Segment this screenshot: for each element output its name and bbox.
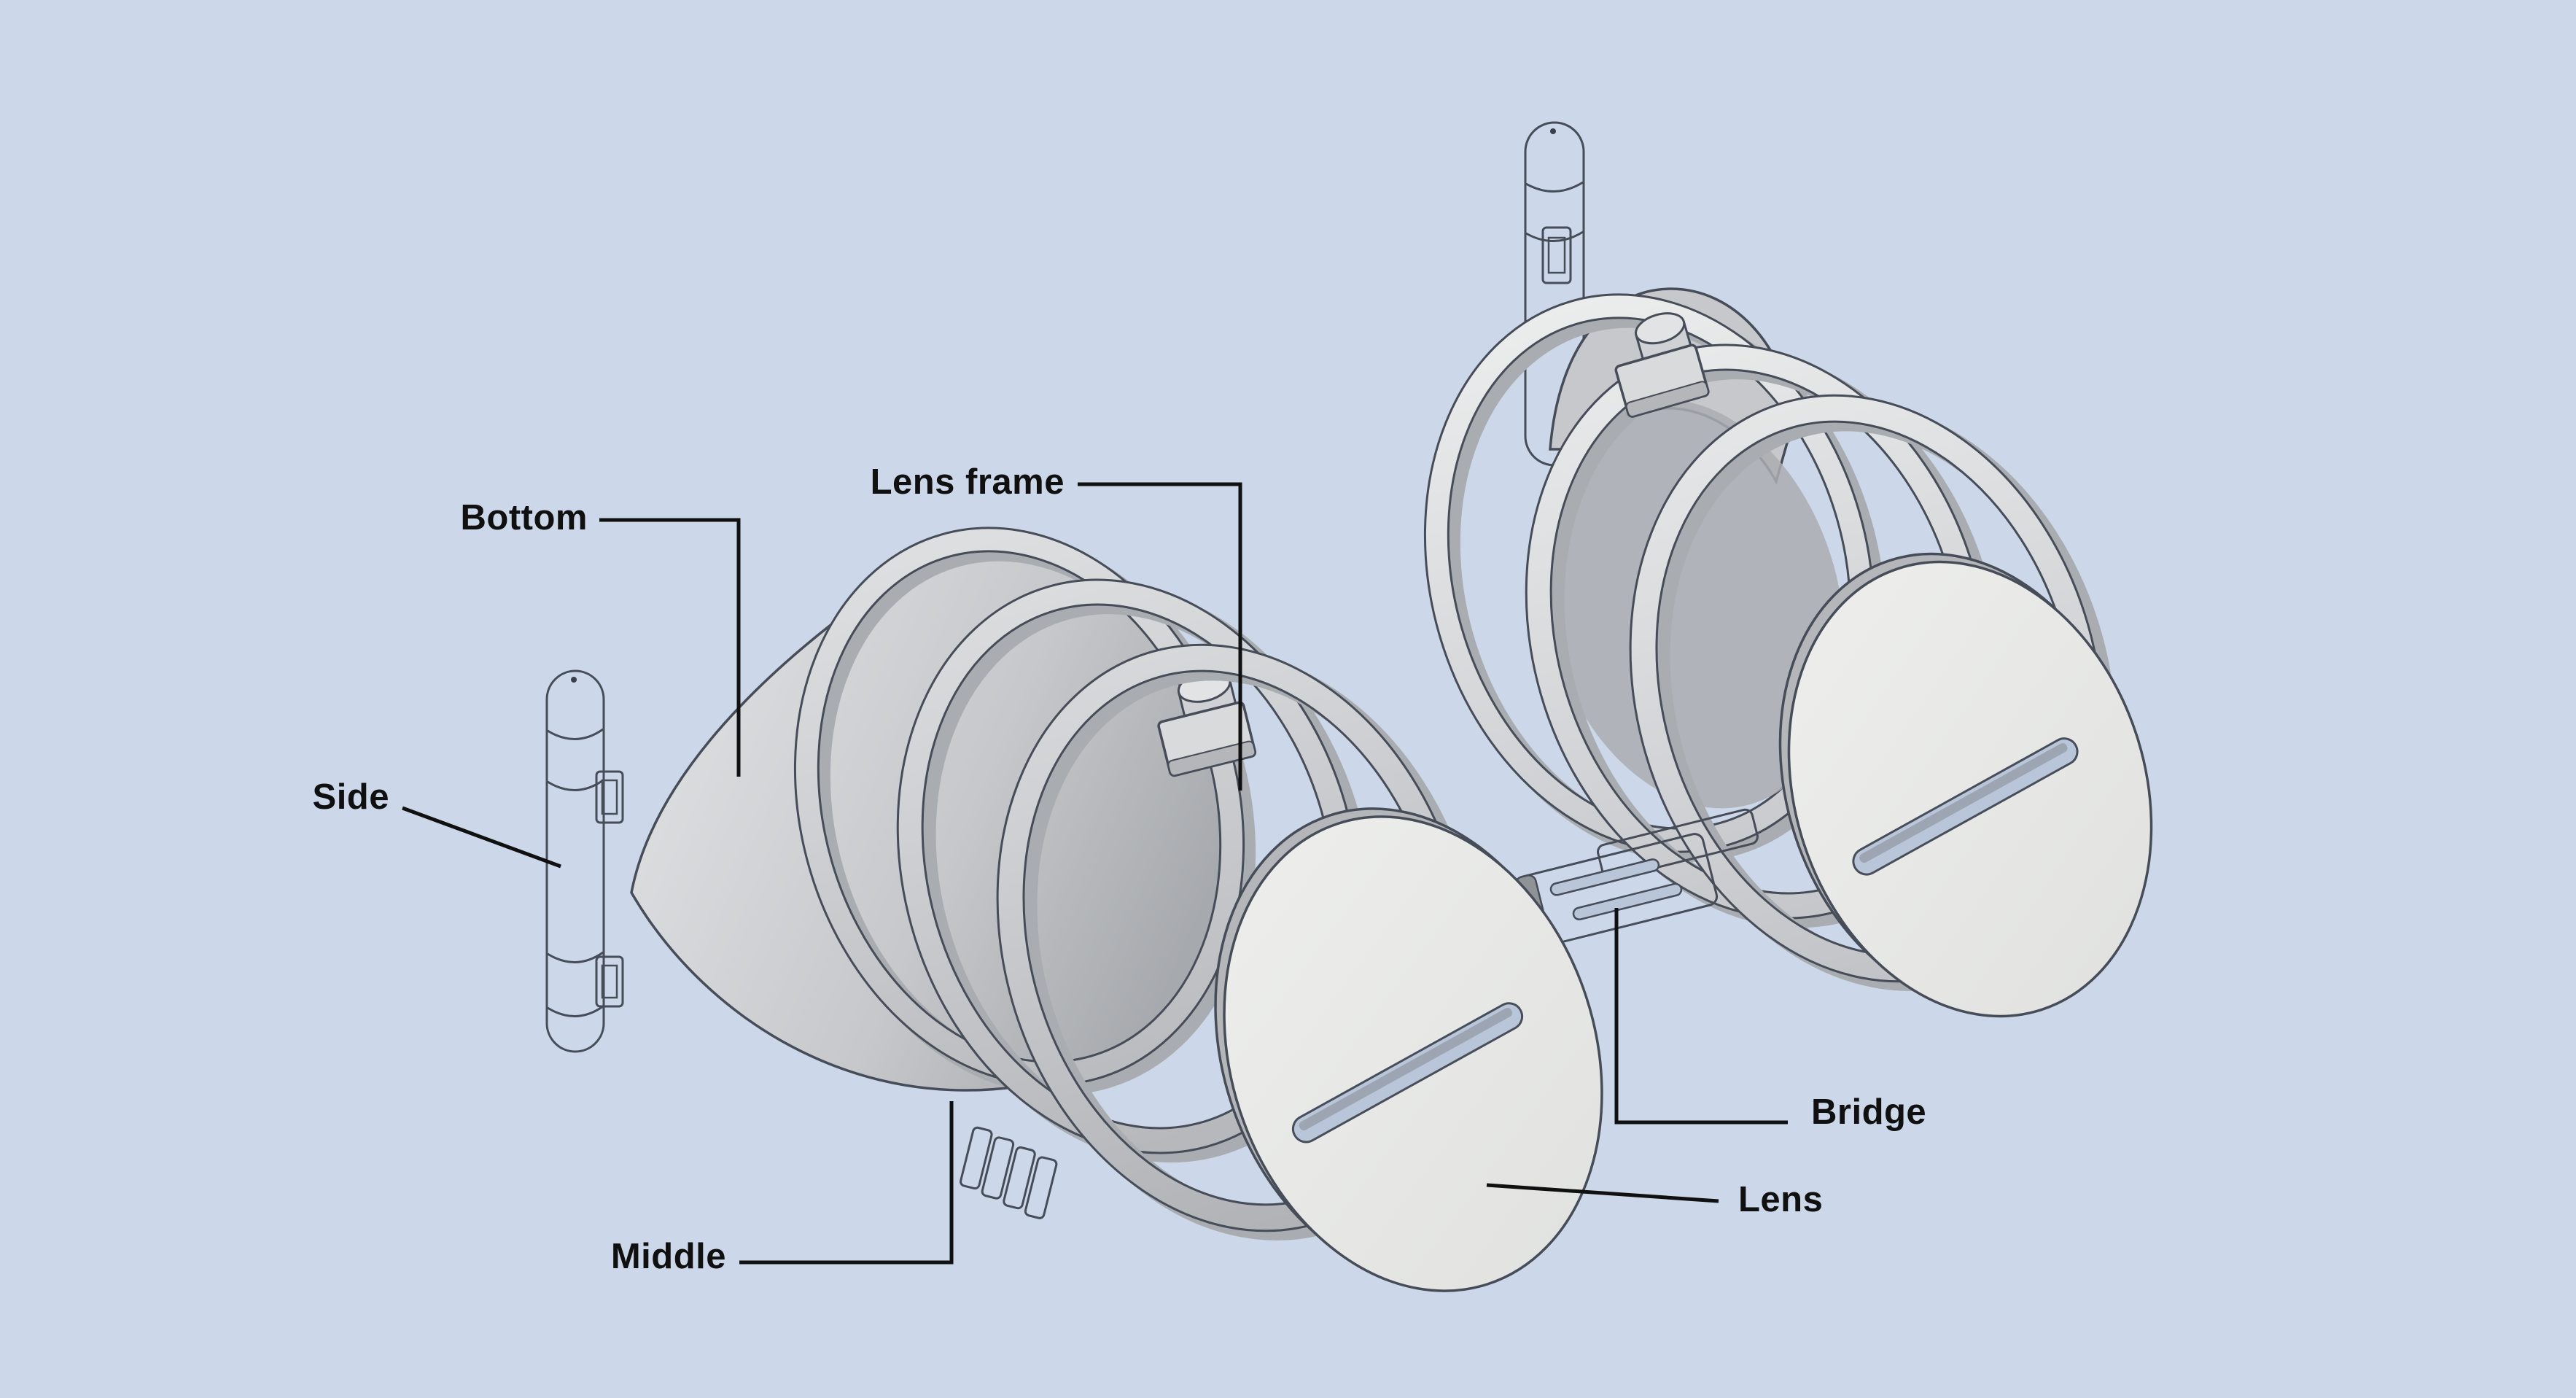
left-frame-clip: [1157, 669, 1257, 777]
post-pin-dot: [1550, 128, 1556, 134]
label-lens-frame: Lens frame: [871, 462, 1065, 502]
label-middle: Middle: [611, 1237, 726, 1276]
label-bottom: Bottom: [461, 498, 588, 537]
right-frame-clip: [1614, 312, 1710, 418]
top-post-clip: [1541, 226, 1572, 284]
right-lens-slit: [1852, 737, 2079, 876]
side-post-clip-bottom: [595, 955, 624, 1008]
leader-middle: [739, 1101, 954, 1265]
right-cone-interior-shadow: [1541, 399, 1845, 809]
leader-bottom: [599, 518, 741, 777]
side-post-clip-top: [595, 770, 624, 824]
leader-lens: [1486, 1183, 1719, 1203]
label-lens: Lens: [1738, 1180, 1823, 1219]
label-bridge: Bridge: [1811, 1092, 1926, 1132]
leader-lens-frame: [1078, 482, 1242, 791]
left-bottom-teeth: [960, 1126, 1058, 1219]
right-lens-disc: [1778, 552, 2153, 1018]
leader-side: [402, 806, 561, 869]
right-bottom-ring: [1423, 293, 1886, 862]
left-lens-slit: [1291, 1002, 1524, 1143]
left-lens-disc: [1214, 807, 1603, 1292]
post-pin-dot: [571, 677, 577, 683]
leader-bridge: [1614, 908, 1788, 1125]
label-side: Side: [313, 777, 389, 817]
